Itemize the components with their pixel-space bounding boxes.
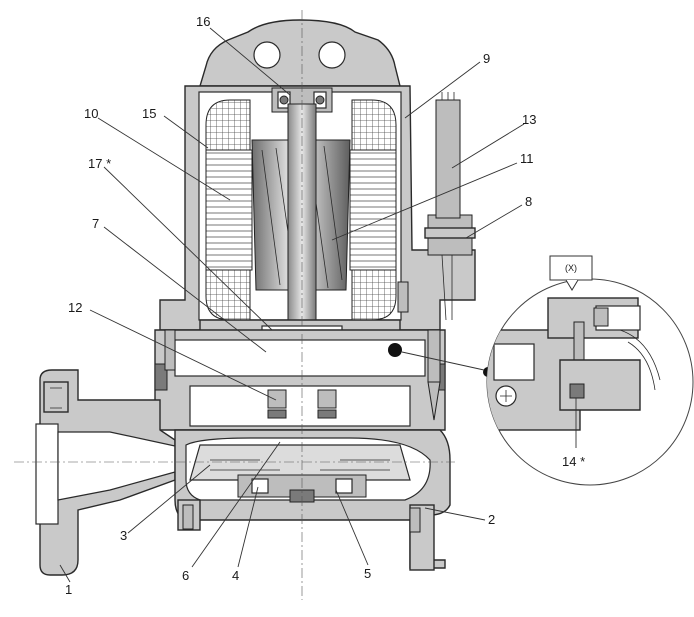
label-6: 6 bbox=[182, 568, 189, 583]
label-1: 1 bbox=[65, 582, 72, 597]
label-11: 11 bbox=[520, 151, 534, 166]
impeller bbox=[189, 444, 411, 481]
label-2: 2 bbox=[488, 512, 495, 527]
label-5: 5 bbox=[364, 566, 371, 581]
discharge-flange bbox=[35, 369, 176, 576]
label-7: 7 bbox=[92, 216, 99, 231]
label-14: 14 * bbox=[562, 454, 585, 469]
label-3: 3 bbox=[120, 528, 127, 543]
label-4: 4 bbox=[232, 568, 239, 583]
stator-winding-right bbox=[351, 99, 397, 321]
label-8: 8 bbox=[525, 194, 532, 209]
detail-x-label: (X) bbox=[565, 263, 577, 273]
label-15: 15 bbox=[142, 106, 156, 121]
lifting-handle bbox=[199, 19, 401, 87]
mechanical-seal-upper bbox=[267, 389, 337, 419]
centre-lines bbox=[14, 10, 455, 600]
label-12: 12 bbox=[68, 300, 82, 315]
label-17: 17 * bbox=[88, 156, 111, 171]
bottom-feet bbox=[177, 499, 435, 571]
detail-x-callout: (X) bbox=[388, 255, 694, 486]
oil-chamber-housing bbox=[154, 329, 446, 431]
label-16: 16 bbox=[196, 14, 210, 29]
housing-bolts bbox=[164, 281, 441, 421]
label-9: 9 bbox=[483, 51, 490, 66]
stator-laminations bbox=[205, 149, 397, 271]
leader-lines bbox=[59, 27, 577, 583]
label-10: 10 bbox=[84, 106, 98, 121]
label-13: 13 bbox=[522, 112, 536, 127]
part-labels: 16 9 10 15 13 17 * 11 8 7 12 2 3 6 4 5 1… bbox=[65, 14, 585, 597]
